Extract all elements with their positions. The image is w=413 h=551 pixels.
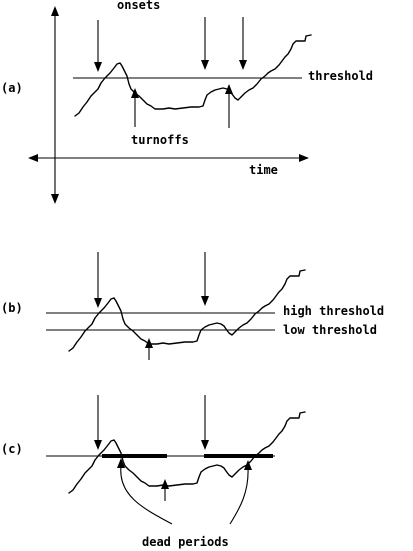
dead-periods-label: dead periods [142, 535, 229, 549]
panel-c: (c) dead periods [1, 395, 306, 549]
onset-arrowhead-1 [94, 62, 102, 72]
vertical-axis-arrow-down [51, 194, 59, 204]
onset-arrowhead-c2 [201, 440, 209, 450]
turnoff-arrowhead-b [145, 338, 153, 348]
panel-b-label: (b) [1, 301, 23, 315]
signal-trace-a [74, 34, 312, 117]
signal-trace-c [68, 411, 306, 494]
dead-period-pointer-1 [120, 465, 173, 525]
panel-c-label: (c) [1, 442, 23, 456]
signal-trace-b [68, 269, 306, 352]
dead-period-pointer-2 [229, 467, 249, 525]
turnoff-arrowhead-c [161, 479, 169, 489]
panel-b: (b) high threshold low threshold [1, 252, 384, 360]
time-label: time [249, 163, 278, 177]
onset-arrowhead-b1 [94, 298, 102, 308]
turnoffs-label: turnoffs [131, 133, 189, 147]
turnoff-arrowhead-2 [225, 84, 233, 94]
turnoff-arrowhead-1 [131, 88, 139, 98]
onsets-label: onsets [117, 0, 160, 12]
panel-a: (a) time threshold onsets turnoffs [1, 0, 373, 204]
onset-arrowhead-3 [239, 60, 247, 70]
dead-period-arrowhead-1 [117, 458, 125, 468]
time-axis-arrow-left [28, 154, 38, 162]
vertical-axis-arrow-up [51, 6, 59, 16]
threshold-label: threshold [308, 69, 373, 83]
panel-a-label: (a) [1, 81, 23, 95]
high-threshold-label: high threshold [283, 304, 384, 318]
time-axis-arrow-right [299, 154, 309, 162]
low-threshold-label: low threshold [283, 323, 377, 337]
onset-arrowhead-c1 [94, 440, 102, 450]
dead-period-arrowhead-2 [244, 460, 252, 470]
onset-arrowhead-b2 [201, 296, 209, 306]
onset-arrowhead-2 [201, 60, 209, 70]
